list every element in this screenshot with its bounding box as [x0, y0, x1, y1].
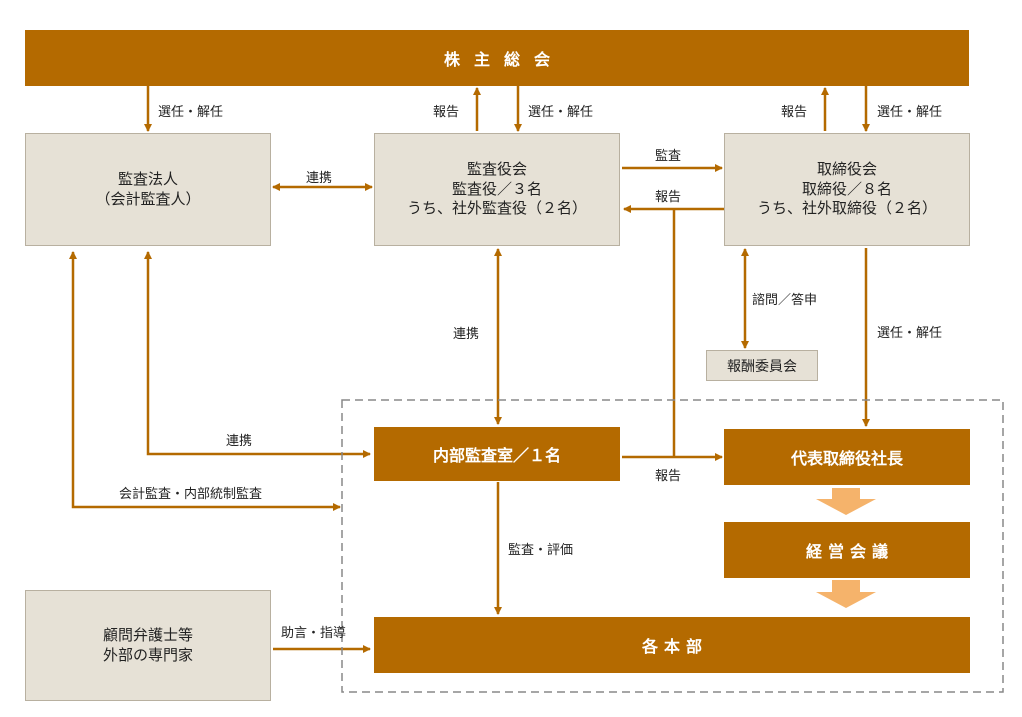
- board-outside: うち、社外取締役（２名）: [756, 199, 937, 218]
- arrow-auditor-account-audit: [69, 251, 341, 511]
- arrow-president-to-management: [816, 488, 876, 515]
- label-consult: 諮問／答申: [752, 293, 818, 308]
- label-report-to-president: 報告: [655, 469, 682, 484]
- shareholders-meeting-label: 株主総会: [443, 50, 564, 69]
- divisions-label: 各本部: [641, 637, 708, 656]
- audit-board-outside: うち、社外監査役（２名）: [406, 199, 587, 218]
- auditor-firm-subtitle: （会計監査人）: [95, 189, 201, 208]
- audit-board-members: 監査役／３名: [451, 179, 542, 198]
- board-box: 取締役会 取締役／８名 うち、社外取締役（２名）: [724, 133, 970, 246]
- label-audit: 監査: [655, 149, 682, 164]
- label-elect-audit-board: 選任・解任: [528, 105, 594, 120]
- label-account-audit: 会計監査・内部統制監査: [119, 487, 263, 502]
- board-title: 取締役会: [816, 160, 877, 179]
- label-audit-eval: 監査・評価: [508, 543, 574, 558]
- internal-org-dashed-border: [341, 399, 1004, 693]
- audit-board-title: 監査役会: [466, 160, 527, 179]
- compensation-committee-box: 報酬委員会: [706, 350, 818, 381]
- label-report-board: 報告: [781, 105, 808, 120]
- internal-audit-box: 内部監査室／１名: [374, 427, 620, 481]
- management-meeting-label: 経営会議: [805, 542, 894, 561]
- management-meeting-box: 経営会議: [724, 522, 970, 578]
- arrow-management-to-divisions: [816, 580, 876, 608]
- label-coop-auditor-audit-board: 連携: [306, 171, 333, 186]
- label-elect-president: 選任・解任: [877, 326, 943, 341]
- board-members: 取締役／８名: [801, 179, 892, 198]
- shareholders-meeting: 株主総会: [25, 30, 969, 86]
- label-report-audit-board: 報告: [433, 105, 460, 120]
- internal-audit-label: 内部監査室／１名: [432, 446, 561, 465]
- divisions-box: 各本部: [374, 617, 970, 673]
- auditor-firm-box: 監査法人 （会計監査人）: [25, 133, 271, 246]
- audit-board-box: 監査役会 監査役／３名 うち、社外監査役（２名）: [374, 133, 620, 246]
- compensation-committee-label: 報酬委員会: [727, 358, 797, 375]
- president-box: 代表取締役社長: [724, 429, 970, 485]
- label-advice: 助言・指導: [281, 626, 347, 641]
- president-label: 代表取締役社長: [790, 449, 903, 468]
- label-elect-board: 選任・解任: [877, 105, 943, 120]
- advisors-title: 顧問弁護士等: [102, 626, 193, 644]
- auditor-firm-title: 監査法人: [117, 170, 178, 188]
- label-coop-auditor-internal: 連携: [226, 434, 253, 449]
- arrow-auditor-internal-audit-coop: [144, 251, 371, 458]
- advisors-box: 顧問弁護士等 外部の専門家: [25, 590, 271, 701]
- label-report-to-audit-board: 報告: [655, 190, 682, 205]
- label-elect-auditor-firm: 選任・解任: [158, 105, 224, 120]
- advisors-subtitle: 外部の専門家: [102, 645, 193, 664]
- label-coop-audit-board-internal: 連携: [453, 327, 480, 342]
